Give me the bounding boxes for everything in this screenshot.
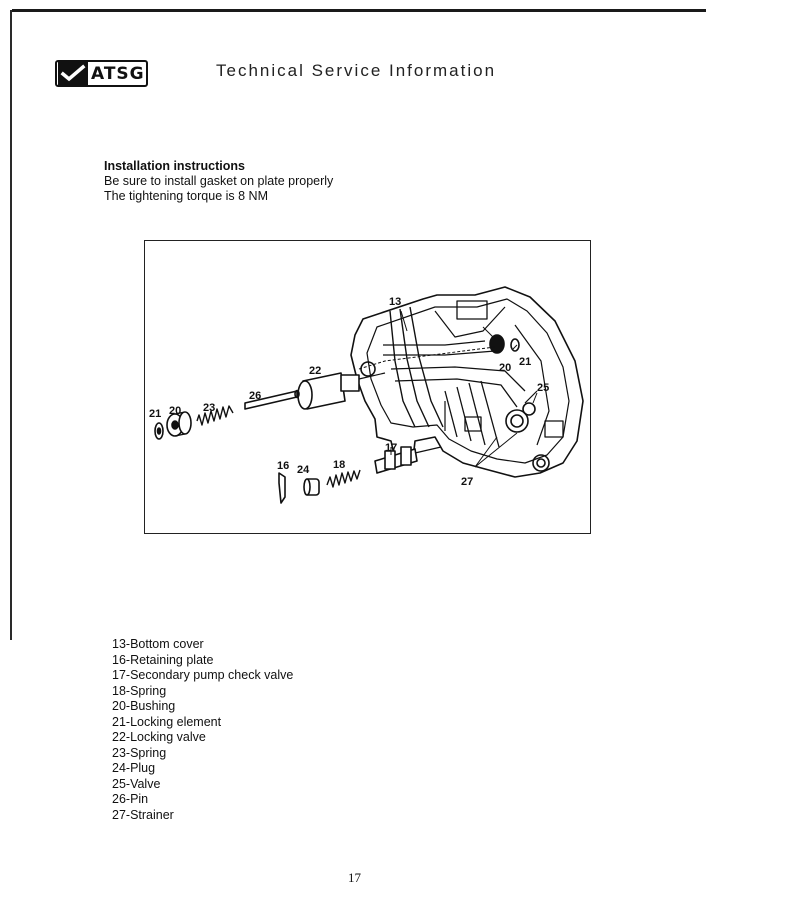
instruction-line: Be sure to install gasket on plate prope…: [104, 174, 334, 188]
legend-item: 17-Secondary pump check valve: [112, 668, 294, 682]
legend-item: 18-Spring: [112, 683, 167, 698]
atsg-logo: ATSG: [55, 60, 148, 87]
page-number: 17: [348, 870, 361, 885]
legend-item: 23-Spring: [112, 745, 167, 760]
legend-item: 21-Locking element: [112, 714, 222, 729]
bottom-cover-outline: [350, 286, 584, 478]
callout-21: 21: [149, 408, 161, 420]
header-title: Technical Service Information: [216, 61, 497, 80]
instruction-line: The tightening torque is 8 NM: [104, 189, 268, 203]
callout-22: 22: [309, 365, 321, 377]
callout-20: 20: [169, 405, 181, 417]
callout-20b: 20: [499, 362, 511, 374]
callout-27: 27: [461, 476, 473, 488]
exploded-view-figure: 13 22 26 21 20 23 17 16 24 18 20 21 25 2…: [144, 240, 591, 534]
callout-13: 13: [389, 296, 401, 308]
callout-23: 23: [203, 402, 215, 414]
top-rule: [12, 9, 706, 12]
installation-instructions: Installation instructions Be sure to ins…: [104, 159, 333, 204]
legend-item: 22-Locking valve: [112, 730, 206, 744]
callout-18: 18: [333, 459, 345, 471]
instructions-heading: Installation instructions: [104, 159, 245, 173]
left-margin-rule: [10, 10, 12, 640]
legend-item: 13-Bottom cover: [112, 637, 204, 651]
legend-item: 26-Pin: [112, 792, 149, 806]
spring-18: [326, 469, 361, 488]
callout-25: 25: [537, 382, 549, 394]
legend-item: 25-Valve: [112, 776, 161, 791]
retaining-plate: [278, 472, 286, 504]
legend-item: 24-Plug: [112, 761, 156, 775]
logo-text: ATSG: [91, 63, 145, 84]
legend-item: 27-Strainer: [112, 807, 174, 822]
legend-item: 20-Bushing: [112, 699, 176, 713]
callout-26: 26: [249, 390, 261, 402]
callout-21b: 21: [519, 356, 531, 368]
callout-24: 24: [297, 464, 310, 476]
callout-16: 16: [277, 460, 289, 472]
callout-17: 17: [385, 442, 397, 454]
legend-item: 16-Retaining plate: [112, 652, 214, 667]
locking-element-21: [154, 422, 164, 440]
parts-legend: 13-Bottom cover 16-Retaining plate 17-Se…: [112, 637, 293, 823]
valve-body-diagram: 13 22 26 21 20 23 17 16 24 18 20 21 25 2…: [149, 286, 584, 504]
spring-23: [196, 405, 234, 426]
checkmark-logo-icon: [58, 62, 88, 85]
